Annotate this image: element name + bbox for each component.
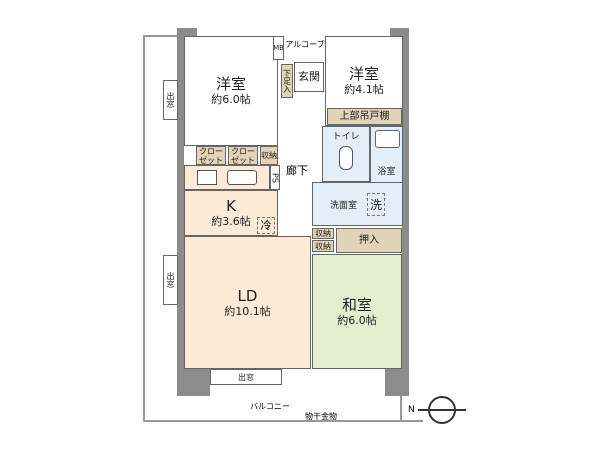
north-label: N <box>408 405 415 415</box>
stove-icon <box>197 170 217 185</box>
wall-right <box>402 28 409 396</box>
laundry-hanger: 物干金物 <box>305 412 337 421</box>
ps: PS <box>270 165 280 190</box>
bay-window-1: 出窓 <box>163 80 178 120</box>
corridor: 廊下 <box>286 164 308 177</box>
wall-bottom-right <box>385 368 409 396</box>
wall-bottom-left <box>177 368 210 396</box>
entrance: 玄関 <box>294 62 324 92</box>
toilet: トイレ <box>322 126 370 182</box>
shoe-storage: 下足入 <box>281 64 293 98</box>
oshiire-label: 押入 <box>359 234 379 246</box>
balcony-label: バルコニー <box>250 402 290 411</box>
room-area: 約4.1帖 <box>344 83 384 96</box>
balcony-outline-top <box>143 35 179 37</box>
washroom-label: 洗面室 <box>329 200 357 211</box>
bay-window-3: 出窓 <box>210 369 282 385</box>
room-area: 約3.6帖 <box>211 215 251 228</box>
room-area: 約10.1帖 <box>224 304 271 318</box>
mb: MB <box>273 36 284 60</box>
storage-2: 収納 <box>312 228 334 239</box>
living-dining: LD 約10.1帖 <box>184 236 311 369</box>
fridge-space: 冷 <box>257 217 275 234</box>
compass-needle-icon <box>418 409 466 411</box>
bath-label: 浴室 <box>377 167 396 177</box>
sink-icon <box>227 170 257 185</box>
oshiire: 押入 <box>336 228 402 253</box>
western-room-1: 洋室 約6.0帖 <box>184 36 278 146</box>
wall-top-right <box>390 28 409 38</box>
bathtub-icon <box>375 130 400 148</box>
room-name: 洋室 <box>215 75 246 93</box>
room-name: 和室 <box>341 295 372 314</box>
toilet-label: トイレ <box>332 132 360 142</box>
washroom: 洗面室 洗 <box>312 182 403 226</box>
wall-top-left <box>177 28 197 38</box>
storage-3: 収納 <box>312 240 334 252</box>
room-area: 約6.0帖 <box>337 313 377 327</box>
room-area: 約6.0帖 <box>211 93 251 106</box>
balcony-outline-right <box>400 395 402 420</box>
washer-space: 洗 <box>367 192 386 216</box>
upper-cabinet: 上部吊戸棚 <box>327 108 402 125</box>
room-name: K <box>226 197 236 215</box>
kitchen: K 約3.6帖 <box>184 190 278 236</box>
balcony-outline-left <box>143 35 145 422</box>
closet-2: クローゼット <box>228 146 258 165</box>
entrance-label: 玄関 <box>298 70 320 83</box>
room-name: LD <box>237 286 258 305</box>
bay-window-2: 出窓 <box>163 255 178 305</box>
toilet-icon <box>339 146 353 170</box>
storage: 収納 <box>260 146 278 165</box>
balcony-outline-bottom <box>143 420 423 422</box>
alcove: アルコーブ <box>285 40 325 49</box>
room-name: 洋室 <box>348 65 379 83</box>
closet-1: クローゼット <box>196 146 226 165</box>
kitchen-counter <box>184 165 270 190</box>
wall-left <box>177 28 184 396</box>
japanese-room: 和室 約6.0帖 <box>312 254 402 369</box>
